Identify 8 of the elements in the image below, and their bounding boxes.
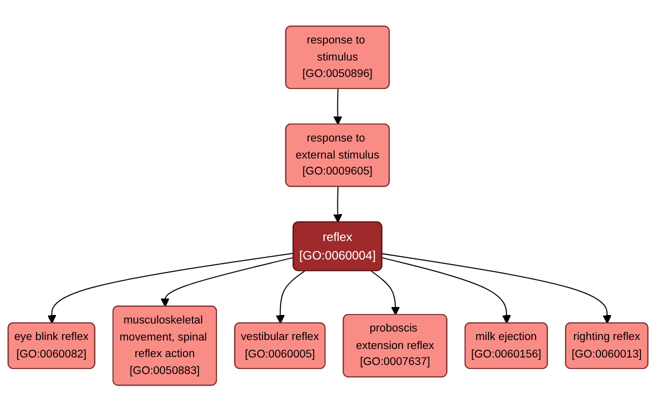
arrow bbox=[370, 270, 400, 316]
arrow bbox=[276, 270, 305, 324]
arrow bbox=[382, 253, 612, 324]
arrow bbox=[47, 252, 294, 324]
arrow bbox=[160, 256, 294, 307]
arrow bbox=[382, 257, 512, 324]
arrow bbox=[333, 88, 342, 125]
arrow bbox=[333, 186, 342, 223]
